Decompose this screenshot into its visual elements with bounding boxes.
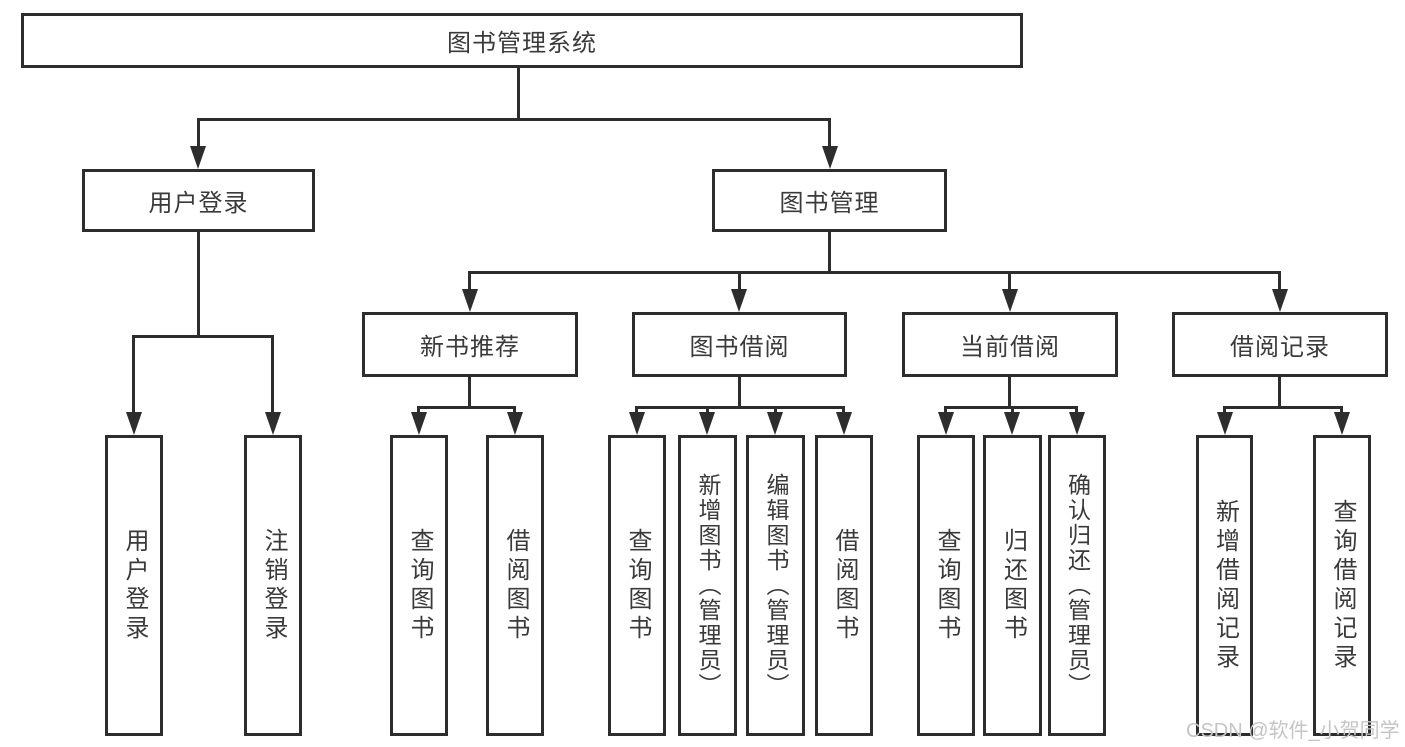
arrow-down-icon [1002,289,1018,312]
node-label: 确认归还（管理员） [1064,473,1091,698]
node-label: 查询图书 [406,527,433,644]
node-borrow-records: 借阅记录 [1172,312,1388,377]
arrow-down-icon [731,289,747,312]
node-label: 编辑图书（管理员） [763,473,789,698]
connector-hline [635,406,845,409]
leaf-borrow-books-recommend: 借阅图书 [486,435,544,736]
arrow-down-icon [411,412,427,435]
connector-vline [197,118,200,152]
leaf-query-books-current: 查询图书 [917,435,975,736]
arrow-down-icon [836,412,852,435]
node-root-system: 图书管理系统 [21,13,1023,68]
connector-vline [132,335,135,418]
leaf-add-borrow-record: 新增借阅记录 [1196,435,1253,736]
node-label: 查询借阅记录 [1329,498,1356,673]
connector-vline [828,118,831,152]
node-label: 归还图书 [999,527,1027,644]
arrow-down-icon [1004,412,1020,435]
node-label: 注销登录 [260,527,287,644]
arrow-down-icon [1272,289,1288,312]
leaf-query-books-recommend: 查询图书 [390,435,448,736]
connector-vline [271,335,274,418]
connector-vline [1008,271,1011,297]
connector-vline [1278,271,1281,297]
watermark: CSDN @软件_小贺同学 [1186,720,1400,742]
connector-hline [197,118,831,121]
arrow-down-icon [767,412,783,435]
arrow-down-icon [507,412,523,435]
arrow-down-icon [265,412,281,435]
leaf-user-login: 用户登录 [105,435,163,736]
node-label: 用户登录 [121,527,148,644]
arrow-down-icon [1217,412,1233,435]
arrow-down-icon [822,146,838,169]
connector-vline [738,375,741,409]
arrow-down-icon [938,412,954,435]
connector-vline [1008,375,1011,409]
node-label: 查询图书 [933,527,960,644]
node-label: 图书借阅 [689,334,790,361]
leaf-query-borrow-record: 查询借阅记录 [1313,435,1371,736]
node-new-book-recommend: 新书推荐 [362,312,578,377]
node-label: 用户登录 [148,190,249,217]
node-label: 借阅记录 [1230,334,1330,361]
connector-vline [517,66,520,120]
connector-vline [738,271,741,297]
connector-vline [468,271,471,297]
leaf-add-books-admin: 新增图书（管理员） [678,435,737,736]
connector-vline [197,230,200,337]
arrow-down-icon [1069,412,1085,435]
connector-vline [468,375,471,409]
connector-vline [1278,375,1281,409]
connector-vline [828,230,831,274]
connector-hline [468,271,1281,274]
node-user-login: 用户登录 [82,169,315,232]
node-label: 借阅图书 [831,527,858,644]
arrow-down-icon [629,412,645,435]
arrow-down-icon [1334,412,1350,435]
node-book-management: 图书管理 [712,169,947,232]
node-label: 当前借阅 [960,334,1060,361]
arrow-down-icon [462,289,478,312]
node-label: 新增借阅记录 [1211,498,1239,673]
arrow-down-icon [190,146,206,169]
node-label: 图书管理系统 [447,30,597,57]
arrow-down-icon [699,412,715,435]
arrow-down-icon [126,412,142,435]
leaf-edit-books-admin: 编辑图书（管理员） [746,435,805,736]
connector-hline [132,335,274,338]
node-label: 查询图书 [624,527,651,644]
node-label: 图书管理 [779,190,880,217]
leaf-borrow-books: 借阅图书 [815,435,873,736]
connector-hline [417,406,516,409]
leaf-confirm-return-admin: 确认归还（管理员） [1048,435,1106,736]
node-current-borrow: 当前借阅 [902,312,1118,377]
node-label: 借阅图书 [502,527,529,644]
leaf-query-books-borrow: 查询图书 [608,435,666,736]
leaf-logout: 注销登录 [244,435,302,736]
leaf-return-books: 归还图书 [983,435,1042,736]
node-book-borrow: 图书借阅 [632,312,847,377]
node-label: 新书推荐 [420,334,520,361]
node-label: 新增图书（管理员） [695,473,721,698]
connector-hline [1223,406,1343,409]
